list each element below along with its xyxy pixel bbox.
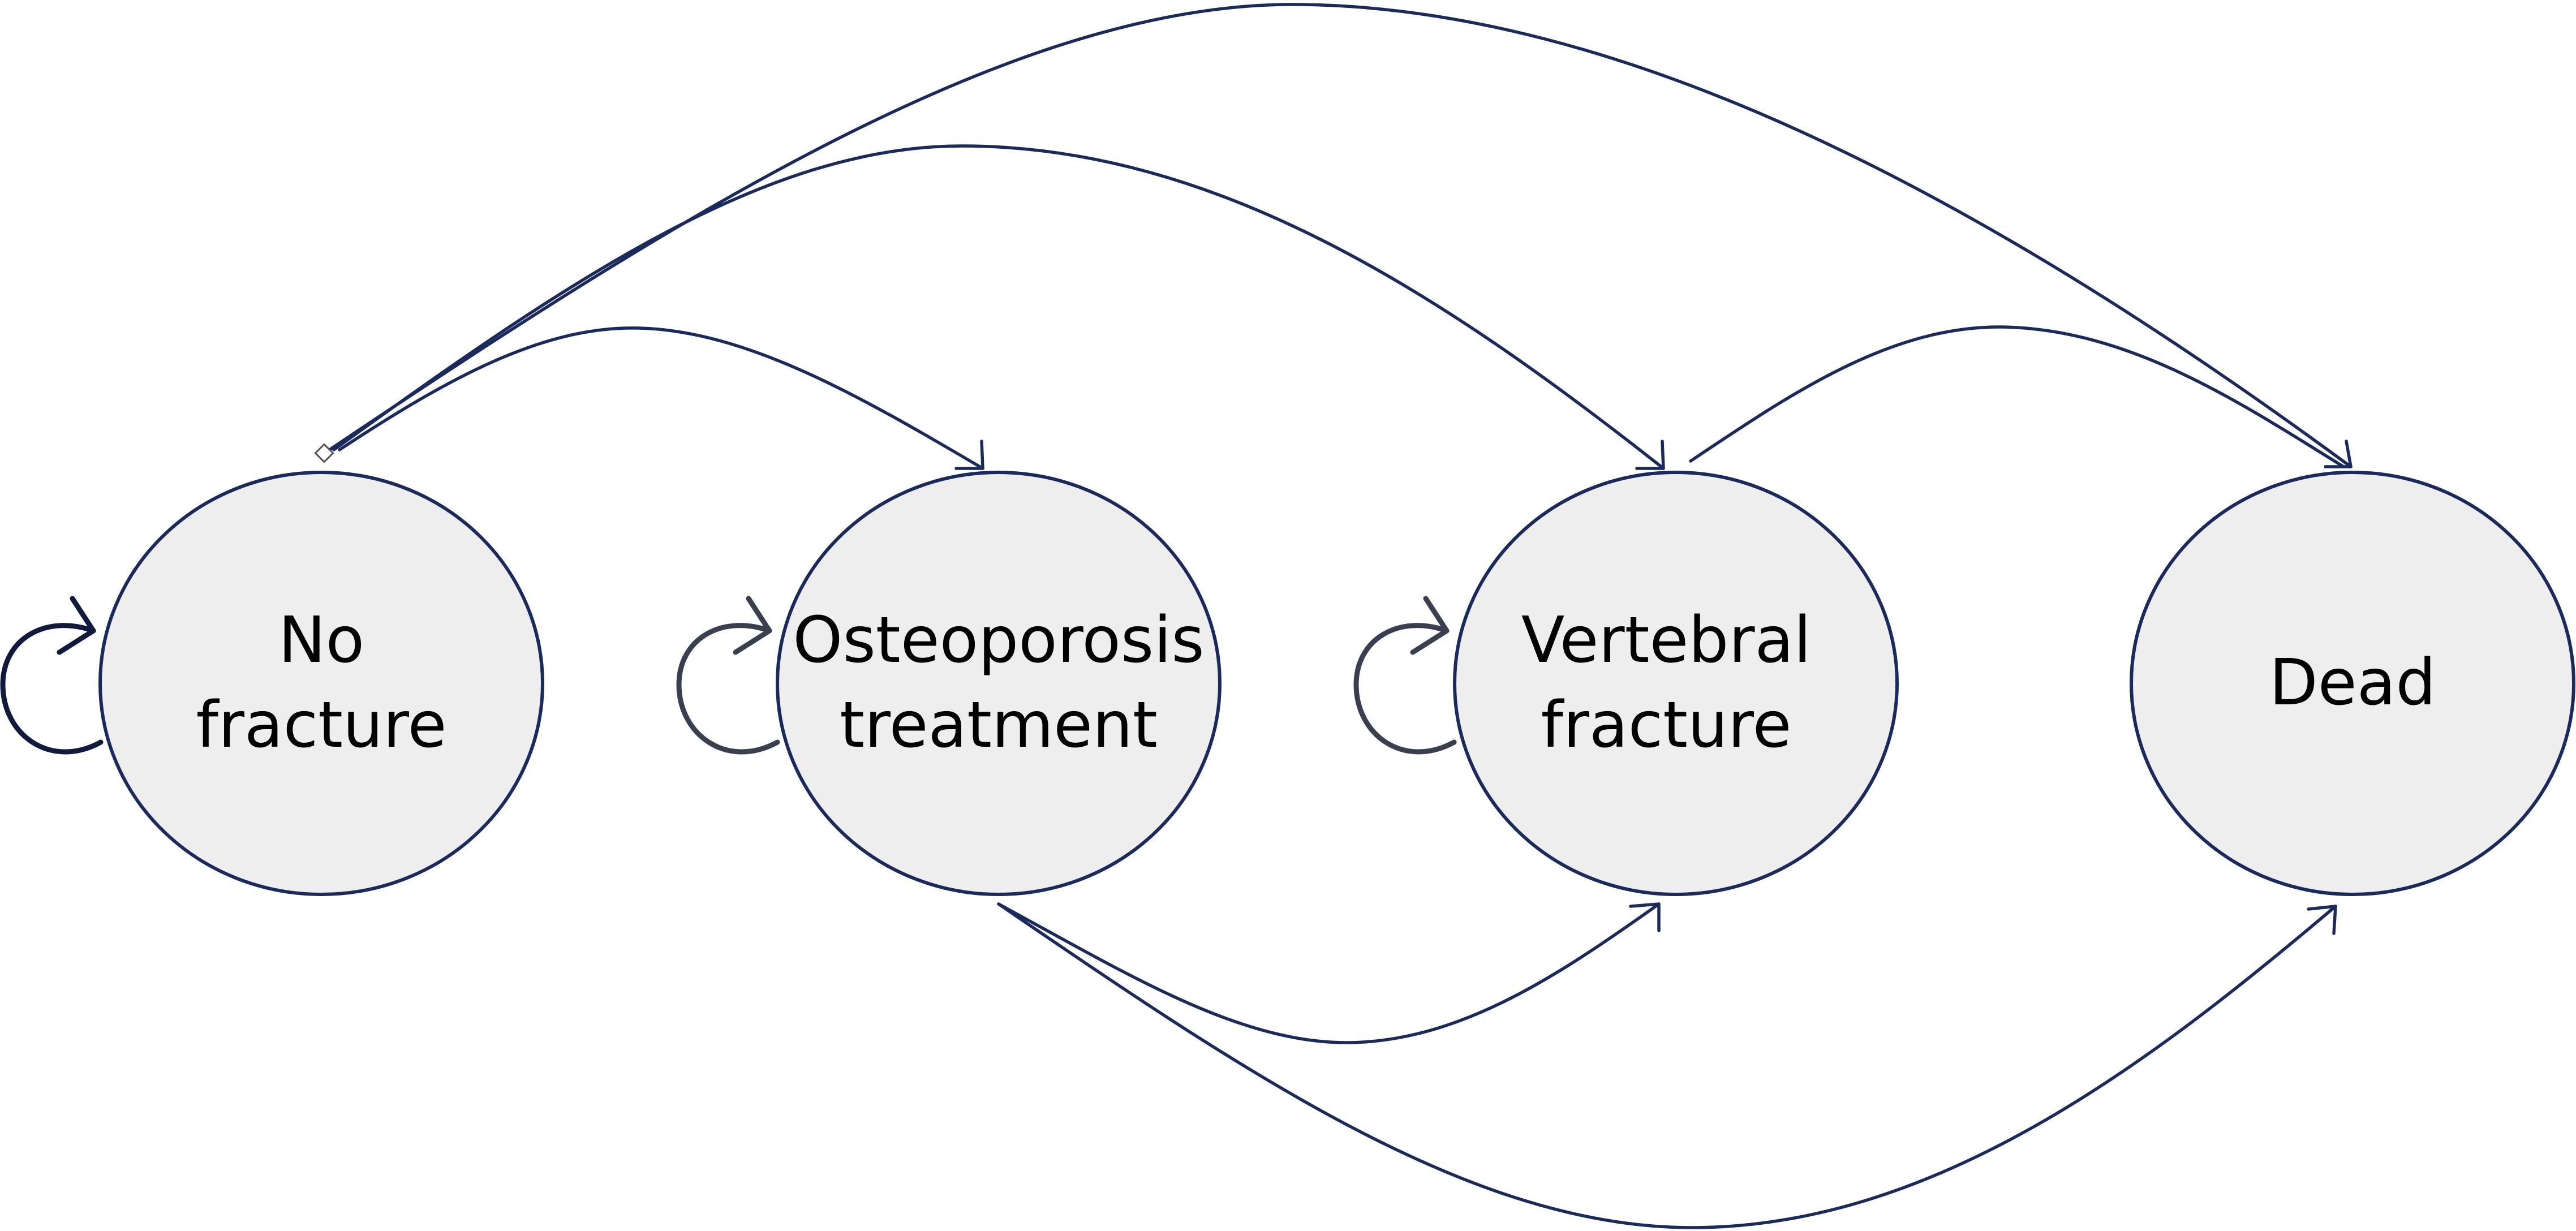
arrowhead-no-fracture-to-vertebral-fracture xyxy=(1635,440,1665,470)
self-loop-vertebral-fracture xyxy=(1353,623,1457,755)
state-label-line-2: treatment xyxy=(840,688,1158,762)
state-vertebral-fracture: Vertebral fracture xyxy=(1453,471,1899,896)
state-label-line-2: fracture xyxy=(1541,688,1791,762)
arrowhead-no-fracture-to-dead xyxy=(2324,440,2353,468)
state-ellipse xyxy=(1453,471,1899,896)
state-label-line-1: Vertebral xyxy=(1521,604,1812,677)
arrowhead-no-fracture-to-osteoporosis-treatment xyxy=(954,440,984,470)
transitions xyxy=(314,3,2353,1229)
self-loops xyxy=(0,596,1457,755)
self-loop-osteoporosis-treatment xyxy=(676,623,780,755)
arrow-osteoporosis-treatment-to-dead xyxy=(997,902,2337,1229)
arrowhead-osteoporosis-treatment-to-dead xyxy=(2307,905,2337,935)
state-ellipse xyxy=(98,471,544,896)
arrowhead-osteoporosis-treatment-to-vertebral-fracture xyxy=(1629,902,1661,932)
arrow-no-fracture-to-vertebral-fracture xyxy=(332,144,1665,470)
state-no-fracture: No fracture xyxy=(98,471,544,896)
state-osteoporosis-treatment: Osteoporosis treatment xyxy=(776,471,1222,896)
self-loop-arrowhead-no-fracture xyxy=(57,596,96,655)
arrow-osteoporosis-treatment-to-vertebral-fracture xyxy=(997,902,1661,1044)
state-label-line-1: No xyxy=(278,604,364,677)
state-label-line-2: fracture xyxy=(196,688,446,762)
arrow-vertebral-fracture-to-dead xyxy=(1689,325,2345,468)
state-ellipse xyxy=(2130,471,2575,896)
self-loop-no-fracture xyxy=(0,623,104,755)
arrow-no-fracture-to-osteoporosis-treatment xyxy=(338,326,984,470)
state-ellipse xyxy=(776,471,1222,896)
state-label-line-1: Osteoporosis xyxy=(793,604,1204,677)
arrow-no-fracture-to-dead xyxy=(324,3,2353,468)
self-loop-arrowhead-vertebral-fracture xyxy=(1410,596,1450,655)
connector-handle xyxy=(314,443,334,463)
state-label-line-1: Dead xyxy=(2269,646,2436,720)
self-loop-arrowhead-osteoporosis-treatment xyxy=(733,596,772,655)
state-dead: Dead xyxy=(2130,471,2575,896)
